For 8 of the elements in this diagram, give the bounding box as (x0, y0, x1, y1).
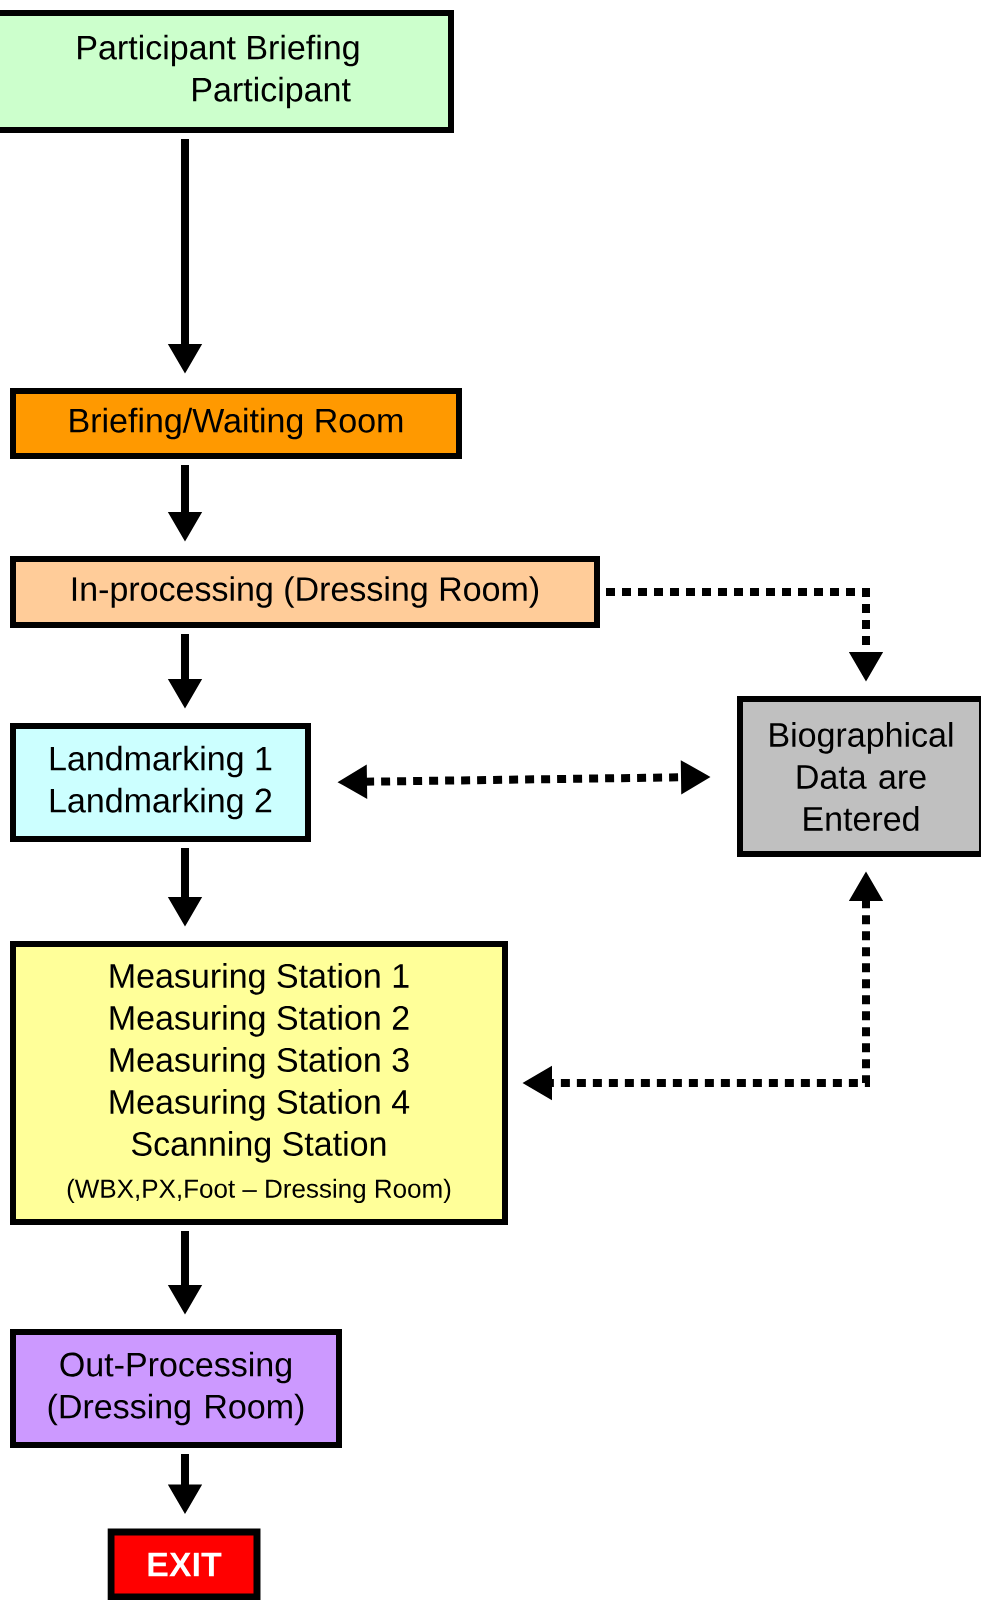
process-box: EXIT (107, 1528, 261, 1600)
process-box: Briefing/Waiting Room (10, 388, 462, 459)
process-box: Participant Briefing Participant (0, 10, 454, 133)
process-box: Measuring Station 1 Measuring Station 2 Measuring Station 3 Measuring Station 4 Scanning Station (WBX,PX,Foot – Dressing Room) (10, 941, 508, 1225)
process-box: In-processing (Dressing Room) (10, 556, 600, 628)
process-box: Out-Processing (Dressing Room) (10, 1329, 342, 1448)
process-box: Biographical Data are Entered (737, 696, 981, 857)
process-box: Landmarking 1 Landmarking 2 (10, 723, 311, 842)
